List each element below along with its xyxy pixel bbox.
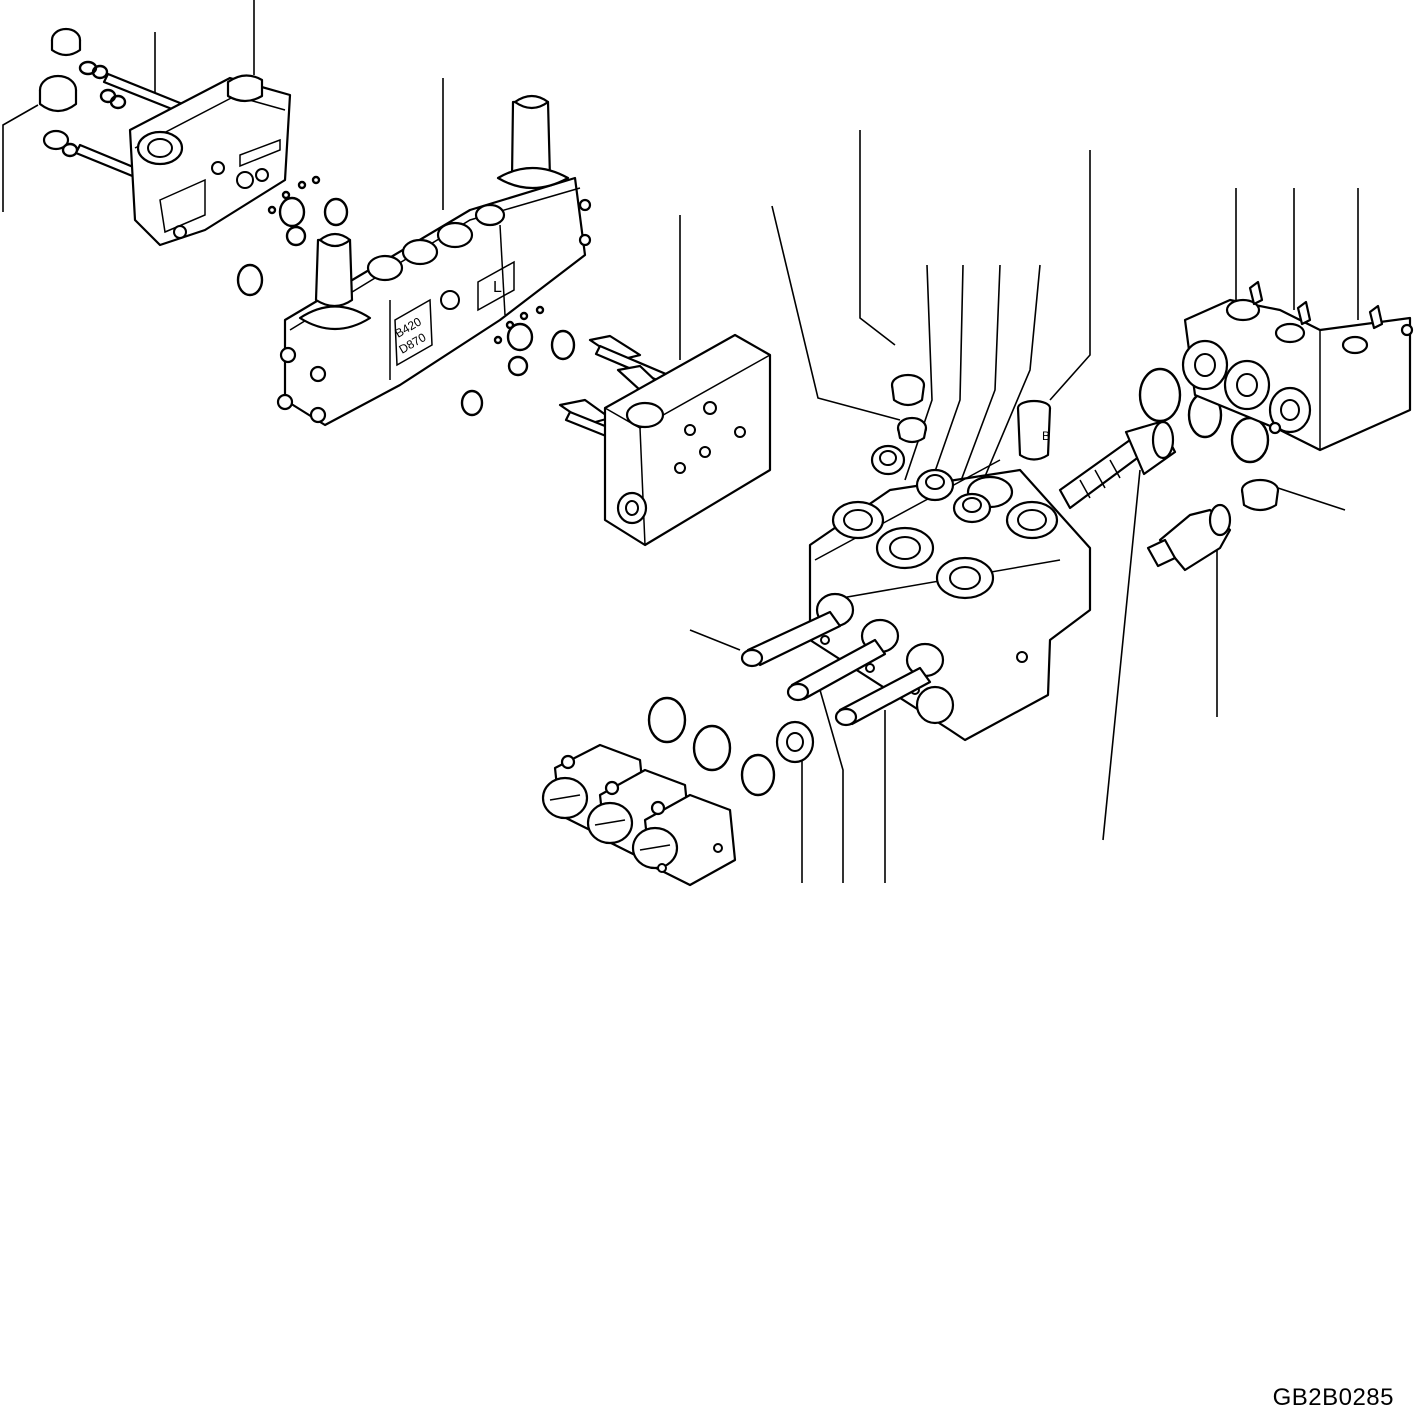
end-cover-section (38, 27, 349, 297)
leader-lines (2, 0, 1359, 883)
spool-caps-assembly (541, 696, 815, 887)
relief-cartridge: B (1016, 399, 1052, 461)
small-relief-valve (1146, 478, 1280, 572)
side-letter: L (493, 279, 502, 296)
diagram-reference-code: GB2B0285 (1272, 1384, 1394, 1411)
solenoid-valve-section: B420 D870 L (276, 94, 592, 427)
main-valve-body (740, 373, 1092, 742)
spool-cartridge (1058, 420, 1177, 510)
spacer-plate (558, 333, 772, 547)
right-block-assembly (1138, 280, 1414, 464)
cartridge-letter: B (1042, 429, 1050, 443)
